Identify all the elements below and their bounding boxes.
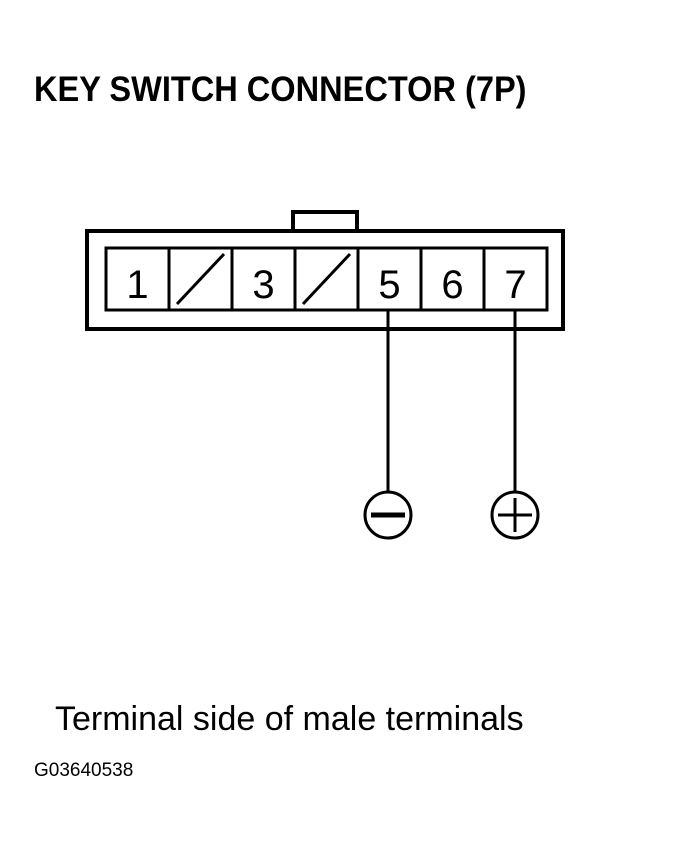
pin-number-label: 6 <box>441 263 463 307</box>
connector-cavity-pin-1: 1 <box>126 263 148 307</box>
minus-circle-icon <box>363 490 413 540</box>
connector-cavity-unused <box>167 248 226 310</box>
pin-number-label: 5 <box>378 263 400 307</box>
connector-cavity-pin-3: 3 <box>230 248 275 310</box>
pin-number-label: 1 <box>126 263 148 307</box>
connector-cavity-unused <box>293 248 352 310</box>
connector-lock-tab <box>291 210 359 233</box>
plus-circle-icon <box>490 490 540 540</box>
connector-cavity-pin-7: 7 <box>482 248 527 310</box>
unused-cavity-slash <box>175 252 226 306</box>
diagram-caption: Terminal side of male terminals <box>55 700 524 738</box>
figure-code: G03640538 <box>34 760 134 781</box>
connector-cavity-pin-6: 6 <box>419 248 464 310</box>
pin-number-label: 3 <box>252 263 274 307</box>
pin-number-label: 7 <box>504 263 526 307</box>
unused-cavity-slash <box>301 252 352 306</box>
diagram-title: KEY SWITCH CONNECTOR (7P) <box>34 70 527 109</box>
connector-cavity-pin-5: 5 <box>356 248 401 310</box>
